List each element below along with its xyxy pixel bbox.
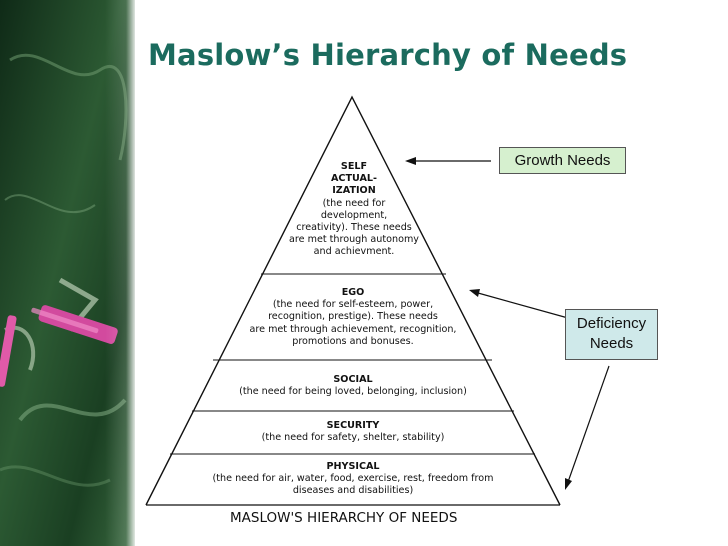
level-description: (the need for being loved, belonging, in…: [239, 386, 467, 398]
level-heading: PHYSICAL: [326, 461, 380, 472]
level-description: (the need for safety, shelter, stability…: [261, 432, 445, 444]
level-description: (the need for development, creativity). …: [289, 197, 419, 258]
deficiency-arrowhead-upper: [469, 289, 480, 297]
growth-needs-label: Growth Needs: [499, 147, 626, 174]
level-heading: SECURITY: [326, 420, 380, 431]
level-heading: EGO: [341, 287, 365, 298]
growth-arrowhead: [405, 157, 416, 165]
page-title: Maslow’s Hierarchy of Needs: [148, 38, 628, 72]
level-heading: SOCIAL: [333, 374, 373, 385]
level-description: (the need for self-esteem, power, recogn…: [249, 299, 457, 347]
pyramid-outline: [145, 95, 561, 506]
level-self-actualization: SELF ACTUAL- IZATION (the need for devel…: [262, 161, 446, 259]
level-social: SOCIAL (the need for being loved, belong…: [193, 374, 513, 398]
level-ego: EGO (the need for self-esteem, power, re…: [213, 287, 493, 348]
deficiency-arrow-upper: [477, 292, 569, 319]
level-description: (the need for air, water, food, exercise…: [212, 473, 494, 497]
level-heading: SELF ACTUAL- IZATION: [330, 161, 378, 197]
level-physical: PHYSICAL (the need for air, water, food,…: [160, 461, 546, 498]
level-security: SECURITY (the need for safety, shelter, …: [172, 420, 534, 444]
deficiency-needs-label: Deficiency Needs: [565, 309, 658, 360]
deficiency-arrowhead-lower: [565, 478, 572, 490]
chalkboard-decoration: [0, 0, 135, 546]
figure-caption: MASLOW'S HIERARCHY OF NEEDS: [230, 510, 458, 526]
deficiency-arrow-lower: [567, 365, 610, 483]
